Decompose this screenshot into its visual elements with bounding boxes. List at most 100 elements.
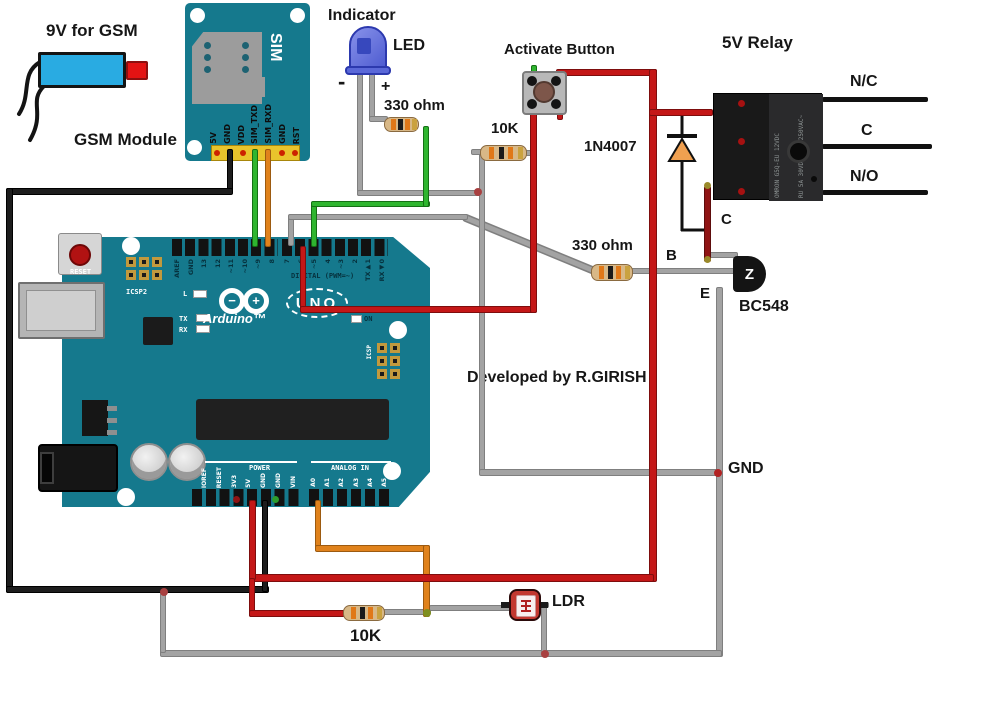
ldr-label: LDR <box>552 593 585 610</box>
relay-nc-label: N/C <box>850 73 878 90</box>
mount-hole <box>389 321 407 339</box>
icsp-pin <box>126 270 136 280</box>
ldr-zigzag <box>521 600 531 612</box>
sim-contact <box>204 42 211 49</box>
pin-pad <box>240 150 246 156</box>
mount-hole <box>383 462 401 480</box>
relay-c-label: C <box>861 122 873 139</box>
relay-rivet <box>738 138 745 145</box>
sim-card-holder <box>192 32 262 104</box>
wire-5v-vertical <box>249 500 256 580</box>
icsp-pin <box>139 270 149 280</box>
icsp-pin <box>126 257 136 267</box>
wire-pulldown-to-gnd <box>479 152 485 474</box>
regulator-leg <box>107 430 117 435</box>
pin-pad <box>279 150 285 156</box>
led-flange <box>345 66 391 75</box>
led-resistor-label: 330 ohm <box>384 97 445 114</box>
led-tx-label: TX <box>179 315 188 323</box>
button-pin <box>527 76 537 86</box>
relay-rivet <box>738 188 745 195</box>
wire-5v-main-vertical <box>649 69 657 582</box>
resistor-band <box>624 266 630 279</box>
logo-plus: + <box>252 293 260 308</box>
pin-tip <box>704 182 711 189</box>
gnd-label: GND <box>728 460 764 477</box>
sim-contact <box>242 54 249 61</box>
wire-base <box>631 268 735 274</box>
arduino-brand: Arduino™ <box>203 311 266 326</box>
transistor-e-label: E <box>700 285 711 302</box>
wire-a0-horizontal <box>315 545 430 552</box>
resistor-band <box>390 119 396 130</box>
credit-label: Developed by R.GIRISH <box>467 369 647 386</box>
wire-pin5-vertical <box>311 203 317 247</box>
wire-led-resistor-down <box>423 126 429 207</box>
relay-icon: OMRON G5Q-EU 12VDC RU 5A 30VDC 10A 250VA… <box>713 93 823 201</box>
led-chip <box>357 38 371 54</box>
battery-wire <box>28 84 46 142</box>
activate-button-label: Activate Button <box>504 41 615 58</box>
wire-pin7-vertical <box>288 216 294 246</box>
wire-a0-vertical <box>315 500 321 551</box>
ldr-leg <box>501 602 510 608</box>
relay-screw <box>787 140 810 163</box>
mount-hole <box>187 140 202 155</box>
junction-dot <box>474 188 482 196</box>
resistor-band <box>608 266 613 279</box>
regulator-leg <box>107 418 117 423</box>
icsp-pin <box>390 369 400 379</box>
ldr-face <box>516 595 536 617</box>
power-jack-opening <box>40 452 54 484</box>
icsp2-label: ICSP2 <box>126 288 148 296</box>
resistor-band <box>351 607 357 619</box>
pin-pad <box>292 150 298 156</box>
wire-led-to-gnd <box>357 190 485 196</box>
relay-rivet <box>738 100 745 107</box>
led-rx-icon <box>196 325 210 333</box>
usb-chip <box>143 317 173 345</box>
ldr-resistor-label: 10K <box>350 626 382 645</box>
icsp-pin <box>377 356 387 366</box>
regulator-leg <box>107 406 117 411</box>
wire-arduino-gnd <box>262 500 268 592</box>
capacitor <box>130 443 168 481</box>
diode-1n4007-icon <box>667 111 707 232</box>
wire-simtxd-pin9 <box>252 149 258 247</box>
resistor-330-base <box>591 264 633 281</box>
wire-relay-feed <box>649 109 713 116</box>
sim-label: SIM <box>267 33 284 62</box>
wire-bottom-gnd <box>160 650 722 657</box>
wire-base-diagonal <box>463 215 595 273</box>
digital-silk-label: DIGITAL (PWM=~) <box>291 272 355 280</box>
base-resistor-label: 330 ohm <box>572 237 633 254</box>
icsp-pin <box>152 257 162 267</box>
relay-nc-line <box>822 97 928 102</box>
icsp-pin <box>152 270 162 280</box>
wire-5v-to-10k <box>249 610 345 617</box>
icsp-pin <box>139 257 149 267</box>
led-label: LED <box>393 37 425 54</box>
wire-led-cathode <box>357 72 363 196</box>
digital-header-left <box>172 239 278 256</box>
relay-no-label: N/O <box>850 168 879 185</box>
indicator-label: Indicator <box>328 7 396 24</box>
wire-gnd-bottom <box>6 586 269 593</box>
transistor-label: BC548 <box>739 298 789 315</box>
led-l-label: L <box>183 290 188 298</box>
analog-label: ANALOG IN <box>331 464 369 472</box>
mount-hole <box>122 237 140 255</box>
icsp2-header <box>126 257 162 280</box>
mount-hole <box>290 8 305 23</box>
sim-contact <box>204 54 211 61</box>
resistor-band <box>368 607 373 619</box>
resistor-10k-ldr <box>343 605 385 621</box>
button-pin <box>551 99 561 109</box>
wire-pin6-horizontal <box>300 306 537 313</box>
relay-no-line <box>822 190 928 195</box>
pin-tip <box>704 256 711 263</box>
resistor-band <box>360 607 365 619</box>
junction-dot <box>541 650 549 658</box>
